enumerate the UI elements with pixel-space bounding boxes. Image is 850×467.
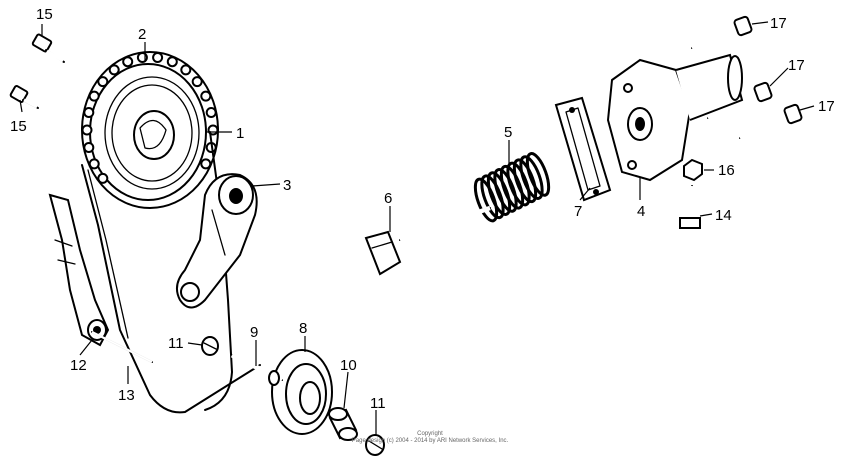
spring-coil [519, 155, 544, 200]
chain-link [83, 107, 95, 118]
cam-sprocket [81, 51, 219, 209]
bolt-15-lower [9, 85, 39, 109]
spring-coil [486, 171, 512, 216]
callout-15-upper: 15 [36, 6, 53, 23]
nut-16 [683, 158, 703, 182]
chain-link [108, 64, 120, 76]
chain-link [83, 142, 95, 153]
callout-12: 12 [70, 357, 87, 374]
chain-link [88, 158, 100, 170]
callout-5: 5 [504, 124, 512, 141]
bolt-15-upper [31, 33, 65, 63]
callout-13: 13 [118, 387, 135, 404]
callout-10: 10 [340, 357, 357, 374]
roller-shaft [230, 352, 284, 386]
copyright-notice: Copyright Page design (c) 2004 - 2014 by… [330, 431, 530, 445]
callout-7: 7 [574, 203, 582, 220]
callout-11-upper: 11 [168, 335, 184, 352]
drive-chain [81, 52, 219, 184]
callout-17-lower: 17 [818, 98, 835, 115]
collar [328, 407, 358, 441]
bolt-17-middle [707, 81, 773, 120]
bolt-17-top [691, 15, 753, 50]
push-rod [364, 205, 491, 276]
spring-coil [512, 158, 538, 204]
spring-coil [506, 161, 531, 207]
chain-link [166, 56, 178, 68]
spring-coil [480, 174, 505, 220]
tensioner-spring [473, 152, 551, 223]
bolt-11-upper [201, 336, 219, 356]
callout-16: 16 [718, 162, 735, 179]
callout-1: 1 [236, 125, 244, 142]
copyright-line-1: Copyright [417, 431, 443, 437]
callout-17-top: 17 [770, 15, 787, 32]
chain-link [97, 172, 109, 184]
callout-2: 2 [138, 26, 146, 43]
chain-link [97, 76, 109, 88]
spring-coil [525, 152, 551, 197]
spring-coil [499, 164, 525, 210]
spring-coil [493, 168, 518, 213]
leader-lines [19, 21, 815, 436]
chain-link [180, 64, 192, 76]
chain-link [81, 124, 93, 136]
callout-6: 6 [384, 190, 392, 207]
copyright-line-2: Page design (c) 2004 - 2014 by ARI Netwo… [351, 438, 509, 444]
callout-labels: 2 1 3 15 15 5 6 7 4 16 14 17 17 17 12 13… [10, 6, 835, 412]
bolt-11-lower [365, 434, 385, 456]
gasket [554, 96, 612, 202]
callout-15-lower: 15 [10, 118, 27, 135]
chain-link [88, 90, 100, 102]
callout-14: 14 [715, 207, 732, 224]
pivot-pin [91, 331, 153, 363]
chain-link [152, 52, 164, 63]
callout-8: 8 [299, 320, 307, 337]
bolt-14 [679, 185, 701, 229]
callout-9: 9 [250, 324, 258, 341]
callout-11-lower: 11 [370, 395, 386, 412]
chain-guide [48, 193, 110, 347]
bolt-17-lower [739, 103, 803, 140]
chain-link [122, 56, 134, 68]
chain-link [200, 90, 212, 102]
chain-link [200, 158, 212, 170]
tensioner-housing [606, 53, 744, 182]
callout-3: 3 [283, 177, 291, 194]
callout-17-middle: 17 [788, 57, 805, 74]
chain-link [205, 107, 217, 118]
spring-coil [473, 177, 499, 223]
chain-link [191, 76, 203, 88]
tensioner-arm [175, 173, 258, 309]
callout-4: 4 [637, 203, 645, 220]
tensioner-roller [271, 349, 333, 435]
